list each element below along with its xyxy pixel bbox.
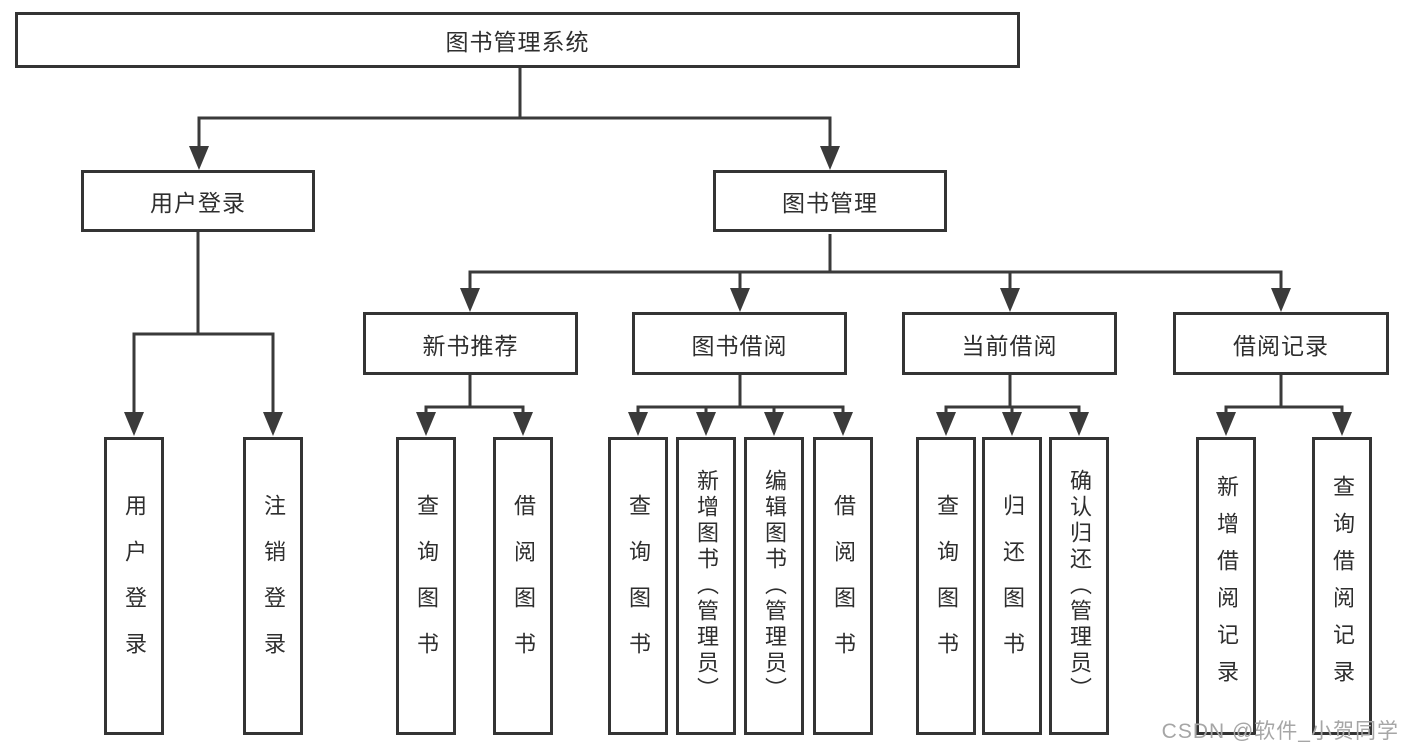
leaf-borrow-books-recommend: 借阅图书 [493, 437, 553, 735]
node-library-management-system: 图书管理系统 [15, 12, 1020, 68]
leaf-add-books-admin: 新增图书（管理员） [676, 437, 736, 735]
node-label: 图书管理 [782, 190, 878, 216]
node-label: 图书管理系统 [445, 29, 590, 55]
node-label: 图书借阅 [691, 332, 788, 359]
node-label: 借阅记录 [1233, 332, 1329, 359]
node-label: 当前借阅 [961, 332, 1058, 359]
node-current-borrowing: 当前借阅 [902, 312, 1117, 375]
leaf-label: 归还图书 [1000, 494, 1025, 678]
leaf-label: 编辑图书（管理员） [762, 469, 787, 703]
leaf-label: 查询借阅记录 [1330, 475, 1355, 697]
leaf-add-borrow-record: 新增借阅记录 [1196, 437, 1256, 735]
leaf-label: 新增借阅记录 [1214, 475, 1239, 697]
leaf-confirm-return-admin: 确认归还（管理员） [1049, 437, 1109, 735]
leaf-edit-books-admin: 编辑图书（管理员） [744, 437, 804, 735]
csdn-watermark: CSDN @软件_小贺同学 [1161, 720, 1399, 743]
leaf-query-books-recommend: 查询图书 [396, 437, 456, 735]
leaf-borrow-books: 借阅图书 [813, 437, 873, 735]
leaf-query-books-current: 查询图书 [916, 437, 976, 735]
node-book-borrowing: 图书借阅 [632, 312, 847, 375]
leaf-label: 借阅图书 [831, 494, 856, 678]
leaf-label: 查询图书 [934, 494, 959, 678]
leaf-label: 确认归还（管理员） [1067, 469, 1092, 703]
leaf-label: 注销登录 [261, 494, 286, 678]
leaf-label: 新增图书（管理员） [694, 469, 719, 703]
node-label: 新书推荐 [422, 332, 519, 359]
leaf-query-borrow-record: 查询借阅记录 [1312, 437, 1372, 735]
leaf-return-books: 归还图书 [982, 437, 1042, 735]
leaf-label: 查询图书 [626, 494, 651, 678]
leaf-label: 用户登录 [122, 494, 147, 678]
node-borrowing-records: 借阅记录 [1173, 312, 1389, 375]
leaf-label: 查询图书 [414, 494, 439, 678]
leaf-label: 借阅图书 [511, 494, 536, 678]
node-new-book-recommend: 新书推荐 [363, 312, 578, 375]
node-label: 用户登录 [150, 190, 246, 216]
node-book-management: 图书管理 [713, 170, 947, 232]
leaf-logout: 注销登录 [243, 437, 303, 735]
leaf-query-books-borrowing: 查询图书 [608, 437, 668, 735]
node-user-login: 用户登录 [81, 170, 315, 232]
leaf-user-login: 用户登录 [104, 437, 164, 735]
